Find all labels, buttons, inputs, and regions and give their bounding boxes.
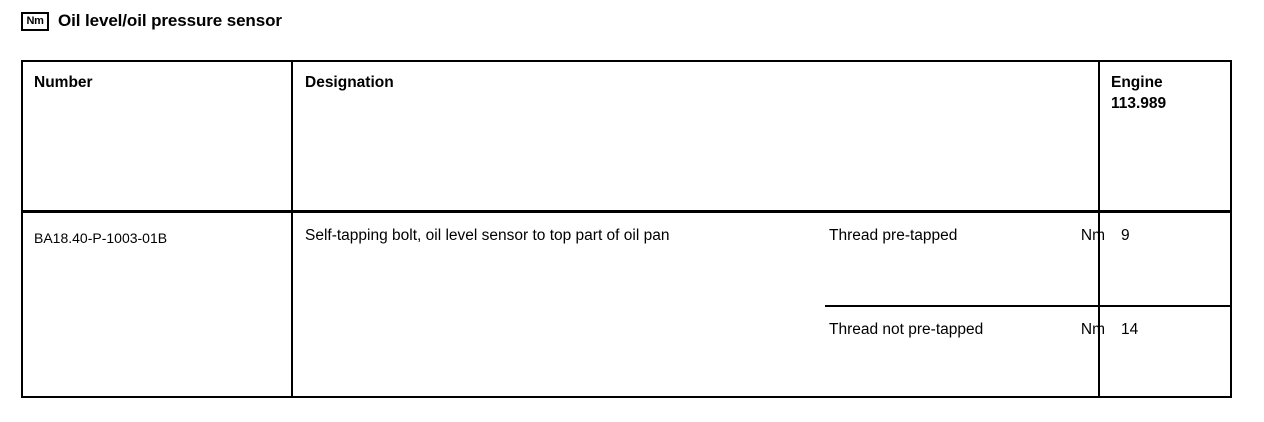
- torque-specification-table: Number Designation Engine 113.989 BA18.4…: [21, 60, 1232, 398]
- cell-designation: Self-tapping bolt, oil level sensor to t…: [305, 227, 670, 244]
- torque-unit-label: Nm: [1080, 227, 1105, 244]
- table-header-row: Number Designation Engine 113.989: [23, 62, 1230, 213]
- page-title: Oil level/oil pressure sensor: [58, 11, 282, 30]
- column-divider-designation: [291, 62, 293, 210]
- table-row: BA18.40-P-1003-01B Self-tapping bolt, oi…: [23, 213, 1230, 396]
- torque-subrow: Thread pre-tapped Nm 9: [825, 213, 1230, 305]
- torque-unit-label: Nm: [1080, 320, 1105, 338]
- column-divider-engine: [1098, 62, 1100, 210]
- torque-value: 9: [1121, 227, 1130, 244]
- torque-condition-label: Thread not pre-tapped: [829, 320, 984, 338]
- cell-number: BA18.40-P-1003-01B: [34, 230, 168, 246]
- column-divider-designation-body: [291, 213, 293, 396]
- column-header-designation: Designation: [305, 74, 394, 91]
- document-title-row: Nm Oil level/oil pressure sensor: [21, 11, 282, 31]
- torque-condition-label: Thread pre-tapped: [829, 227, 958, 244]
- torque-subrow: Thread not pre-tapped Nm 14: [825, 304, 1230, 397]
- torque-value: 14: [1121, 320, 1139, 338]
- torque-subrow-group: Thread pre-tapped Nm 9 Thread not pre-ta…: [825, 213, 1230, 396]
- torque-nm-icon: Nm: [21, 11, 49, 31]
- column-header-engine: Engine 113.989: [1111, 74, 1167, 112]
- column-header-number: Number: [34, 74, 93, 91]
